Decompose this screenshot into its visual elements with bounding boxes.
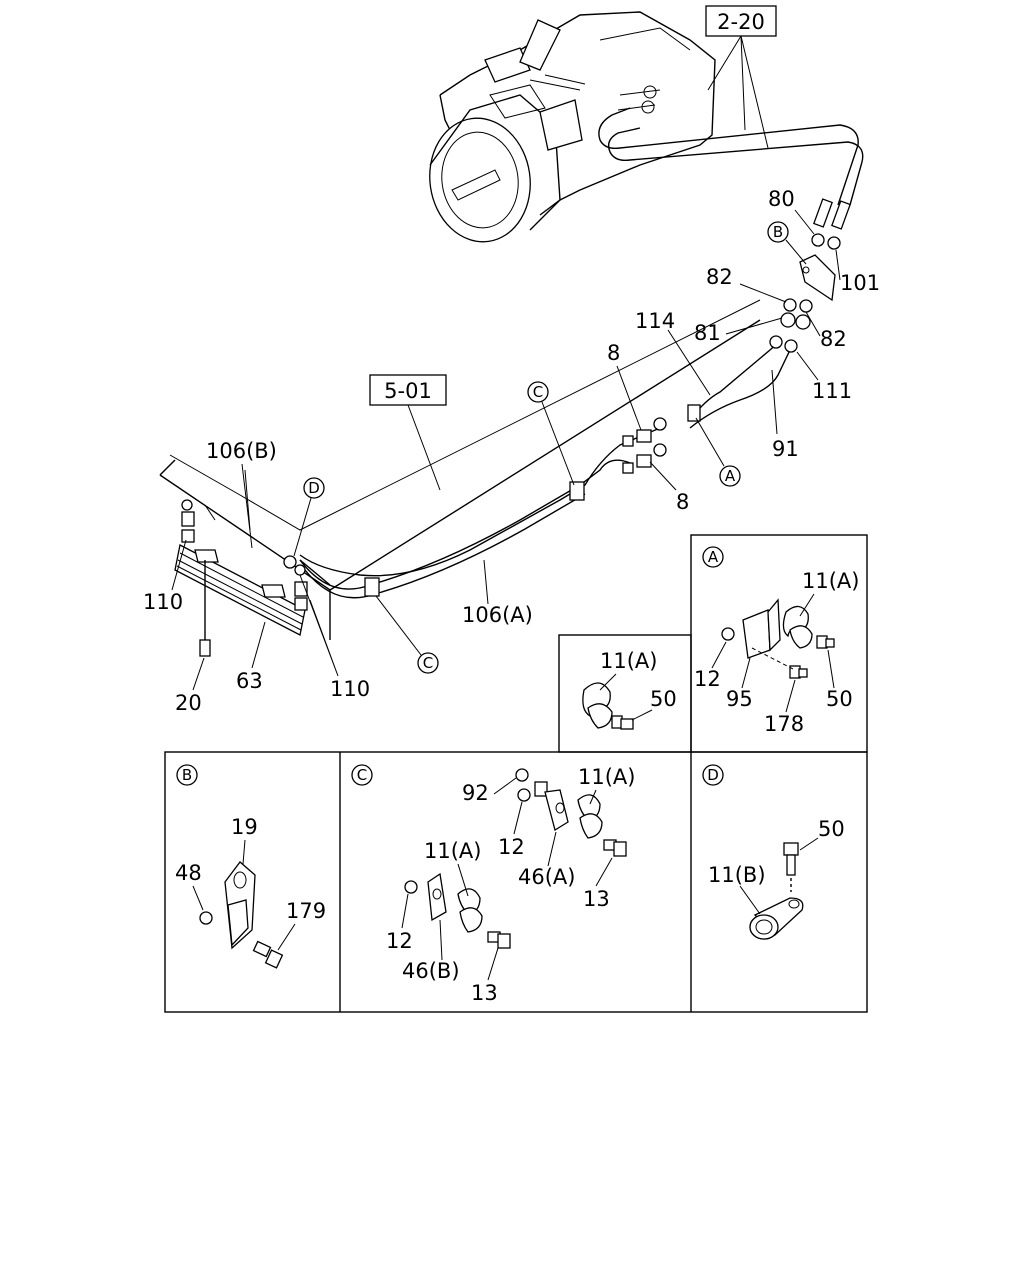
circle-mark-b-main: B <box>767 221 807 265</box>
clamp-c-front <box>364 577 380 597</box>
callout-106b: 106(B) <box>206 439 277 463</box>
svg-text:D: D <box>308 479 320 497</box>
callout-8a: 8 <box>607 341 620 365</box>
svg-text:B: B <box>182 766 192 784</box>
circle-mark-a-main: A <box>695 417 741 487</box>
inset-a-label-95: 95 <box>726 687 753 711</box>
inset-c-label-11a-1: 11(A) <box>578 765 635 789</box>
inset-b-label-179: 179 <box>286 899 326 923</box>
callout-106a: 106(A) <box>462 603 533 627</box>
inset-c-label-12b: 12 <box>386 929 413 953</box>
callout-8b: 8 <box>676 490 689 514</box>
svg-text:2-20: 2-20 <box>717 10 765 34</box>
fittings-8 <box>622 417 667 474</box>
inset-b: B 19 48 179 <box>175 764 326 969</box>
callout-110b: 110 <box>330 677 370 701</box>
trans-cooler-lines <box>598 107 864 230</box>
bracket-b-main <box>799 233 841 302</box>
callout-80: 80 <box>768 187 795 211</box>
inset-frames <box>164 534 868 1013</box>
callout-82a: 82 <box>706 265 733 289</box>
svg-text:C: C <box>357 766 367 784</box>
frame-rail <box>159 299 761 640</box>
inset-a: A 11(A) 12 95 178 50 <box>694 546 859 736</box>
callout-82b: 82 <box>820 327 847 351</box>
inset-c-label-11a-2: 11(A) <box>424 839 481 863</box>
inset-a-label-12: 12 <box>694 667 721 691</box>
callout-111: 111 <box>812 379 852 403</box>
oil-cooler <box>174 499 308 657</box>
inset-mid-label-50: 50 <box>650 687 677 711</box>
inset-c-label-92: 92 <box>462 781 489 805</box>
inset-c-label-46b: 46(B) <box>402 959 460 983</box>
inset-mid-label-11a: 11(A) <box>600 649 657 673</box>
inset-c-label-12a: 12 <box>498 835 525 859</box>
callout-110a: 110 <box>143 590 183 614</box>
callout-81: 81 <box>694 321 721 345</box>
clamp-a <box>687 404 701 422</box>
inset-b-label-48: 48 <box>175 861 202 885</box>
svg-text:A: A <box>708 548 719 566</box>
svg-text:5-01: 5-01 <box>384 379 432 403</box>
clamp-c-rear <box>569 481 585 501</box>
inset-a-label-50: 50 <box>826 687 853 711</box>
inset-b-label-19: 19 <box>231 815 258 839</box>
callout-20: 20 <box>175 691 202 715</box>
bracket-95-shape <box>742 609 771 659</box>
pipe-106a <box>299 459 631 599</box>
inset-c-label-46a: 46(A) <box>518 865 575 889</box>
ref-box-5-01[interactable]: 5-01 <box>369 374 447 406</box>
circle-mark-d-main: D <box>293 477 325 557</box>
inset-d-label-11b: 11(B) <box>708 863 766 887</box>
callout-114: 114 <box>635 309 675 333</box>
inset-a-label-178: 178 <box>764 712 804 736</box>
svg-text:A: A <box>725 467 736 485</box>
transmission-drawing <box>429 11 716 243</box>
ref-box-2-20[interactable]: 2-20 <box>705 5 777 37</box>
inset-c: C 92 12 11(A) 46(A) 13 11(A) 12 46(B) <box>351 764 635 1005</box>
callout-101: 101 <box>840 271 880 295</box>
circle-mark-c-main2: C <box>375 595 439 674</box>
svg-text:C: C <box>533 383 543 401</box>
callout-63: 63 <box>236 669 263 693</box>
svg-text:D: D <box>707 766 719 784</box>
pipe-106b <box>299 427 661 586</box>
inset-mid: 11(A) 50 <box>582 649 677 730</box>
inset-c-label-13a: 13 <box>583 887 610 911</box>
inset-c-label-13b: 13 <box>471 981 498 1005</box>
inset-d: D 50 11(B) <box>702 764 845 940</box>
circle-mark-c-main1: C <box>527 381 575 486</box>
svg-text:B: B <box>773 223 783 241</box>
fittings-81-82 <box>769 298 813 353</box>
inset-d-label-50: 50 <box>818 817 845 841</box>
callout-91: 91 <box>772 437 799 461</box>
inset-a-label-11a: 11(A) <box>802 569 859 593</box>
svg-text:C: C <box>423 654 433 672</box>
